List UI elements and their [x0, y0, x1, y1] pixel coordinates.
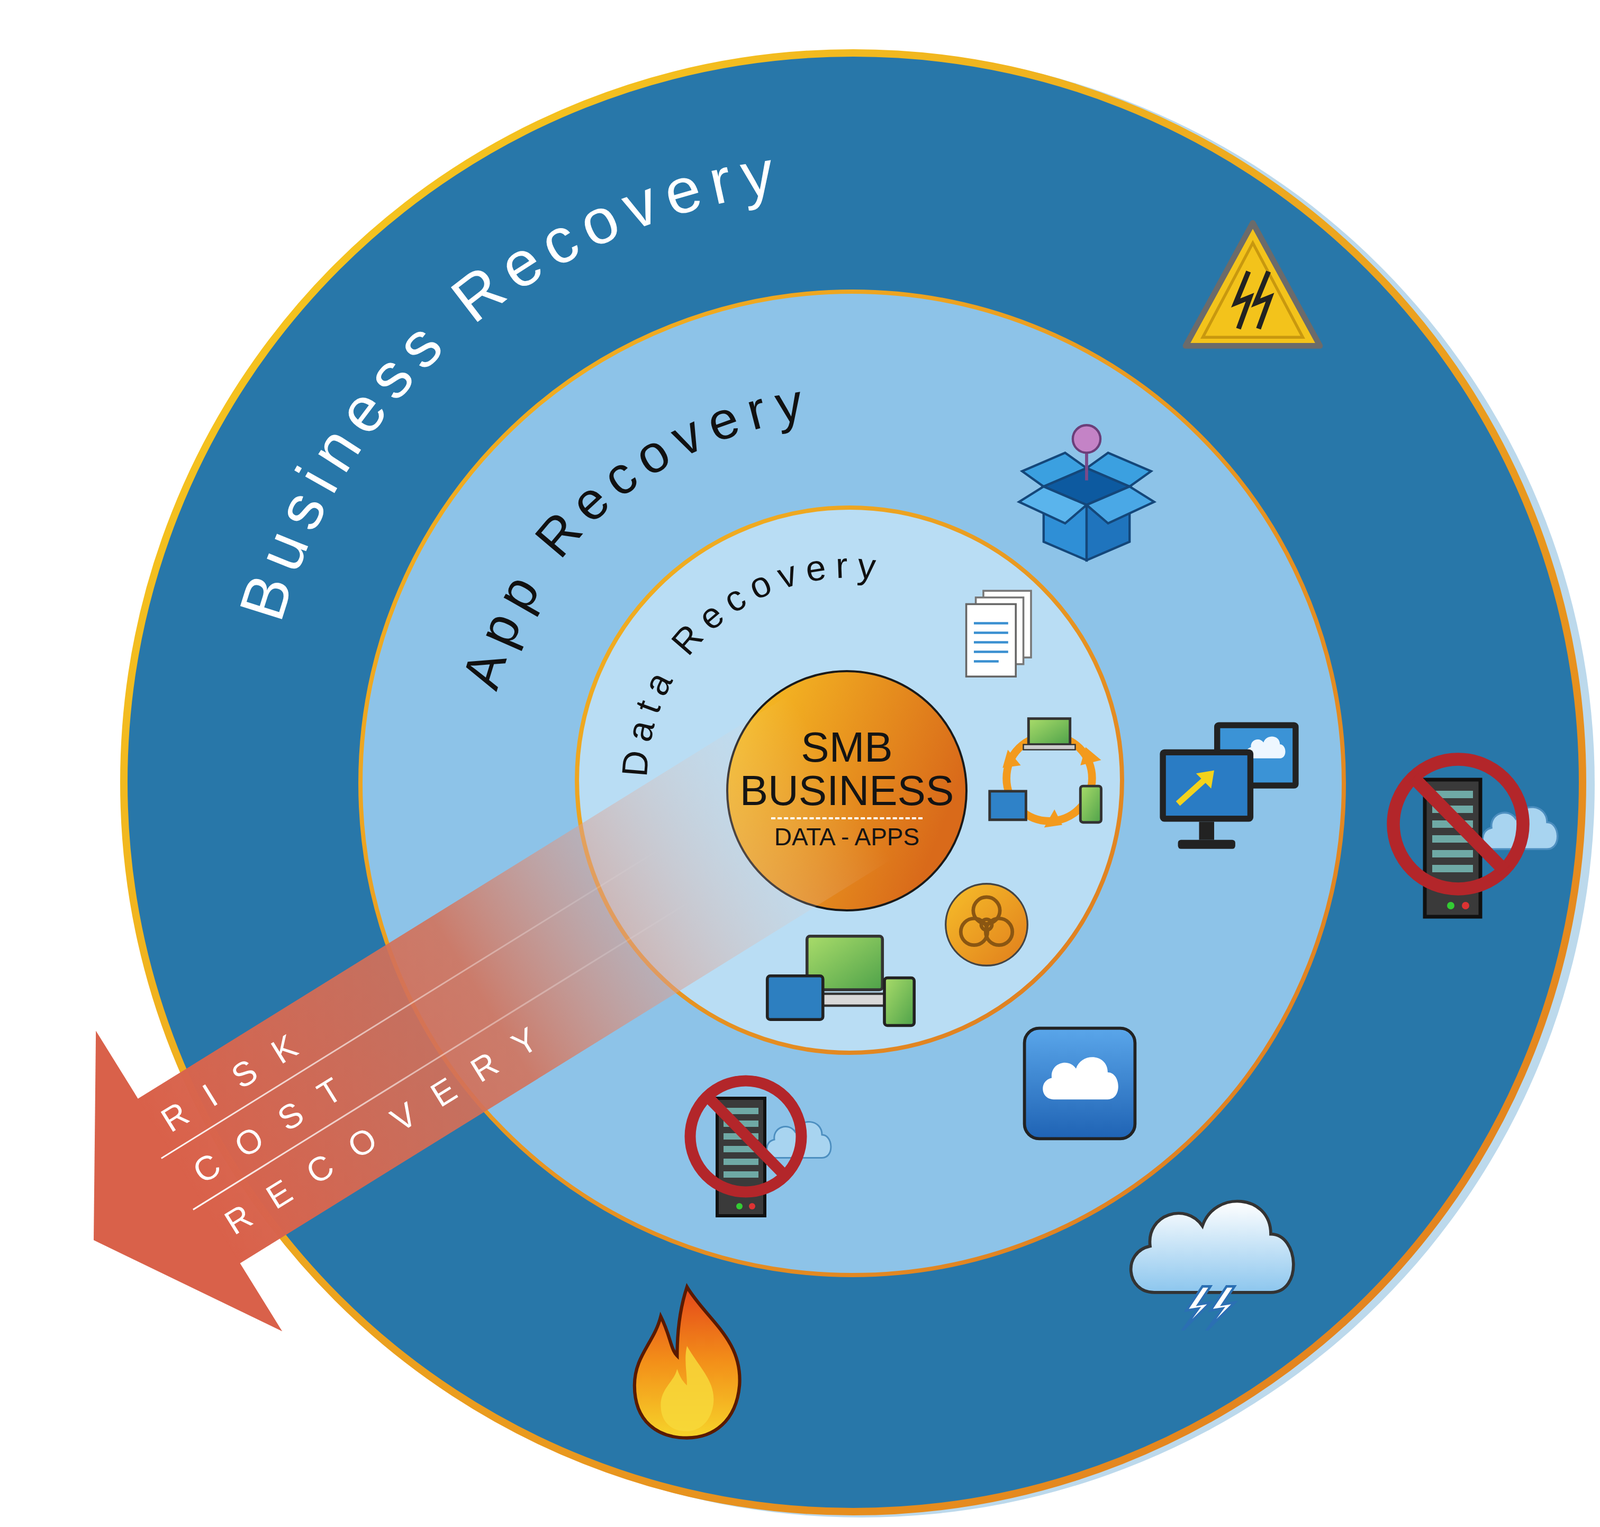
- arc-heading: Business Recovery: [120, 49, 1587, 1516]
- arc-letter: R: [440, 254, 516, 333]
- arc-letter: a: [620, 716, 661, 745]
- arc-letter: e: [656, 155, 708, 227]
- arc-letter: y: [736, 139, 778, 208]
- fire-icon: [634, 1286, 740, 1438]
- sync-icon: [989, 718, 1102, 828]
- arc-letter: c: [592, 447, 646, 506]
- arc-letter: p: [468, 604, 530, 654]
- core-circle: SMB BUSINESS DATA - APPS: [726, 670, 968, 912]
- arc-letter: [652, 647, 688, 676]
- arc-letter: y: [771, 374, 807, 432]
- arc-letter: [417, 291, 473, 351]
- arc-letter: p: [486, 566, 548, 619]
- arc-letter: r: [702, 147, 738, 215]
- monitors-icon: [1159, 721, 1299, 849]
- arc-letter: v: [613, 168, 666, 240]
- arc-letter: v: [663, 405, 710, 466]
- arc-letter: e: [560, 472, 619, 531]
- arc-letter: e: [325, 377, 398, 445]
- arc-letter: s: [355, 343, 424, 410]
- data-ring: SMB BUSINESSDATA - APPSData Recovery: [574, 505, 1125, 1055]
- circle-outline: [726, 670, 968, 912]
- arc-letter: s: [265, 481, 337, 539]
- core-subtitle: DATA - APPS: [771, 817, 923, 851]
- arc-letter: v: [773, 554, 801, 595]
- core-text-group: SMB BUSINESS DATA - APPS: [726, 670, 968, 912]
- cloud-tile-icon: [1024, 1028, 1136, 1140]
- circle-outline: [574, 505, 1125, 1055]
- core-title: SMB BUSINESS: [733, 725, 961, 812]
- arc-letter: e: [691, 595, 730, 636]
- storm-icon: [1131, 1201, 1294, 1331]
- arc-letter: R: [664, 617, 710, 662]
- arc-letter: s: [385, 311, 453, 379]
- business-ring: SMB BUSINESSDATA - APPSData RecoveryApp …: [120, 49, 1587, 1516]
- ring-shadow: [128, 51, 1595, 1518]
- circle-outline: [120, 49, 1587, 1516]
- package-icon: [1018, 425, 1154, 560]
- arc-letter: y: [856, 547, 878, 585]
- arc-letter: o: [743, 564, 777, 606]
- arc-letter: A: [453, 645, 515, 695]
- arc-letter: o: [625, 423, 679, 485]
- hazard-icon: [1185, 222, 1321, 346]
- arc-letter: c: [529, 205, 589, 277]
- arc-letter: e: [802, 548, 829, 587]
- arc-letter: i: [285, 457, 348, 502]
- no-server-icon: [690, 1080, 831, 1216]
- documents-icon: [966, 590, 1032, 677]
- arc-letter: R: [525, 502, 591, 566]
- arc-letter: a: [636, 666, 679, 701]
- arc-letter: n: [298, 417, 372, 482]
- arc-letter: r: [740, 382, 772, 438]
- arc-letter: u: [246, 521, 319, 579]
- arc-letter: o: [569, 185, 628, 258]
- circle-shape: [727, 671, 967, 911]
- arrow-shaft: [137, 694, 892, 1264]
- devices-icon: [767, 936, 915, 1026]
- arc-heading: Data Recovery: [574, 505, 1125, 1055]
- circle-shape: [123, 52, 1583, 1512]
- arc-letter: r: [834, 546, 848, 584]
- arc-heading: App Recovery: [358, 289, 1346, 1278]
- circle-shape: [360, 291, 1344, 1276]
- app-ring: SMB BUSINESSDATA - APPSData RecoveryApp …: [358, 289, 1346, 1278]
- circle-outline: [358, 289, 1346, 1278]
- arc-letter: e: [700, 390, 746, 451]
- arc-letter: B: [228, 567, 302, 627]
- arc-letter: t: [628, 695, 666, 718]
- biohazard-icon: [945, 883, 1028, 966]
- arc-letter: D: [616, 748, 655, 778]
- circle-shape: [576, 507, 1123, 1053]
- arc-letter: e: [488, 227, 553, 301]
- arc-letter: c: [717, 578, 752, 619]
- arc-letter: [509, 543, 562, 586]
- no-server-icon: [1393, 759, 1558, 918]
